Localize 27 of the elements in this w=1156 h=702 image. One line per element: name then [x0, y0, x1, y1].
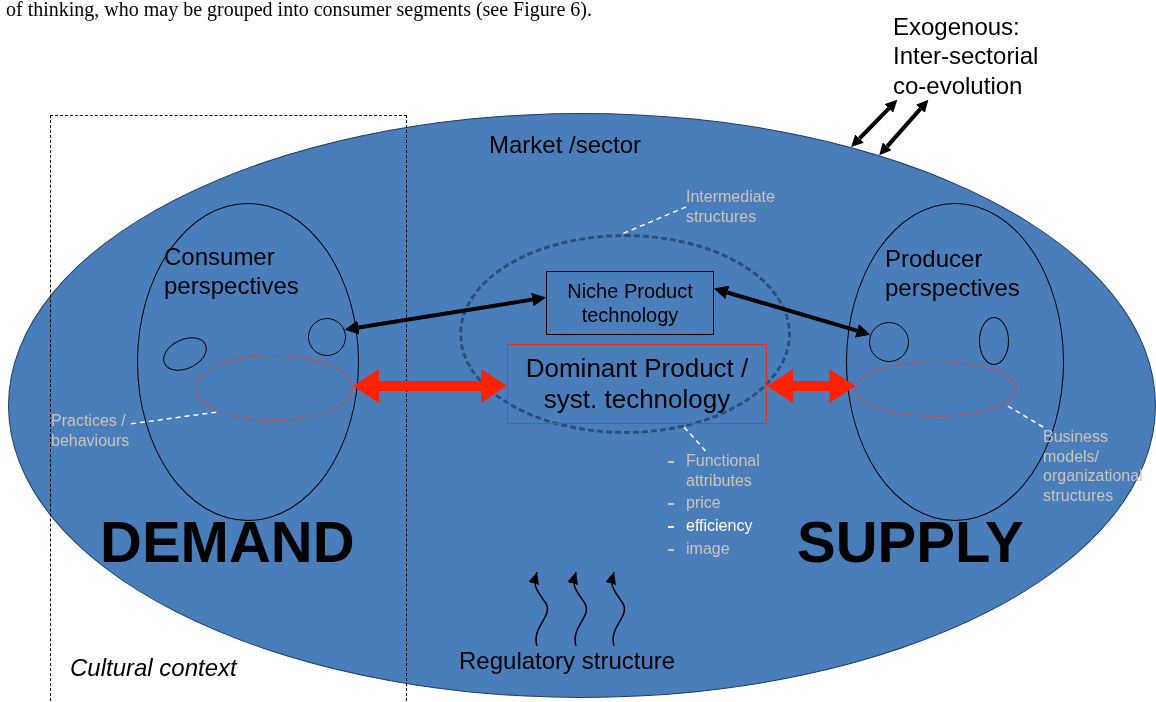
technology-box: Dominant Product / syst. technology	[507, 344, 767, 424]
section-heading: DEMAND	[100, 508, 355, 575]
wavy-arrow	[567, 571, 588, 647]
node-label: Consumer perspectives	[164, 242, 300, 301]
annotation-text: Intermediate structures	[686, 187, 806, 227]
annotation-text: Exogenous: Inter-sectorial co-evolution	[893, 12, 1065, 100]
double-arrow	[879, 99, 929, 156]
frame-label: Cultural context	[70, 654, 237, 682]
wavy-arrow	[605, 571, 626, 647]
technology-box: Niche Product technology	[546, 271, 714, 335]
leader-line	[621, 206, 687, 235]
double-arrow	[713, 285, 871, 338]
list-item: image	[686, 539, 731, 559]
body-text: of thinking, who may be grouped into consumer segments (see Figure 6).	[6, 0, 592, 21]
node-label: Market /sector	[489, 130, 643, 160]
double-arrow	[767, 369, 856, 404]
list-item: efficiency	[686, 516, 754, 536]
list-item: price	[686, 493, 722, 513]
double-arrow	[344, 292, 546, 335]
double-arrow	[851, 99, 898, 148]
node-label: Producer perspectives	[885, 244, 1021, 303]
double-arrow	[352, 368, 507, 403]
annotation-text: Regulatory structure	[459, 646, 749, 676]
section-heading: SUPPLY	[797, 508, 1024, 575]
dashed-ellipse	[459, 234, 791, 434]
wavy-arrow	[528, 571, 549, 647]
annotation-text: Practices / behaviours	[51, 411, 131, 451]
